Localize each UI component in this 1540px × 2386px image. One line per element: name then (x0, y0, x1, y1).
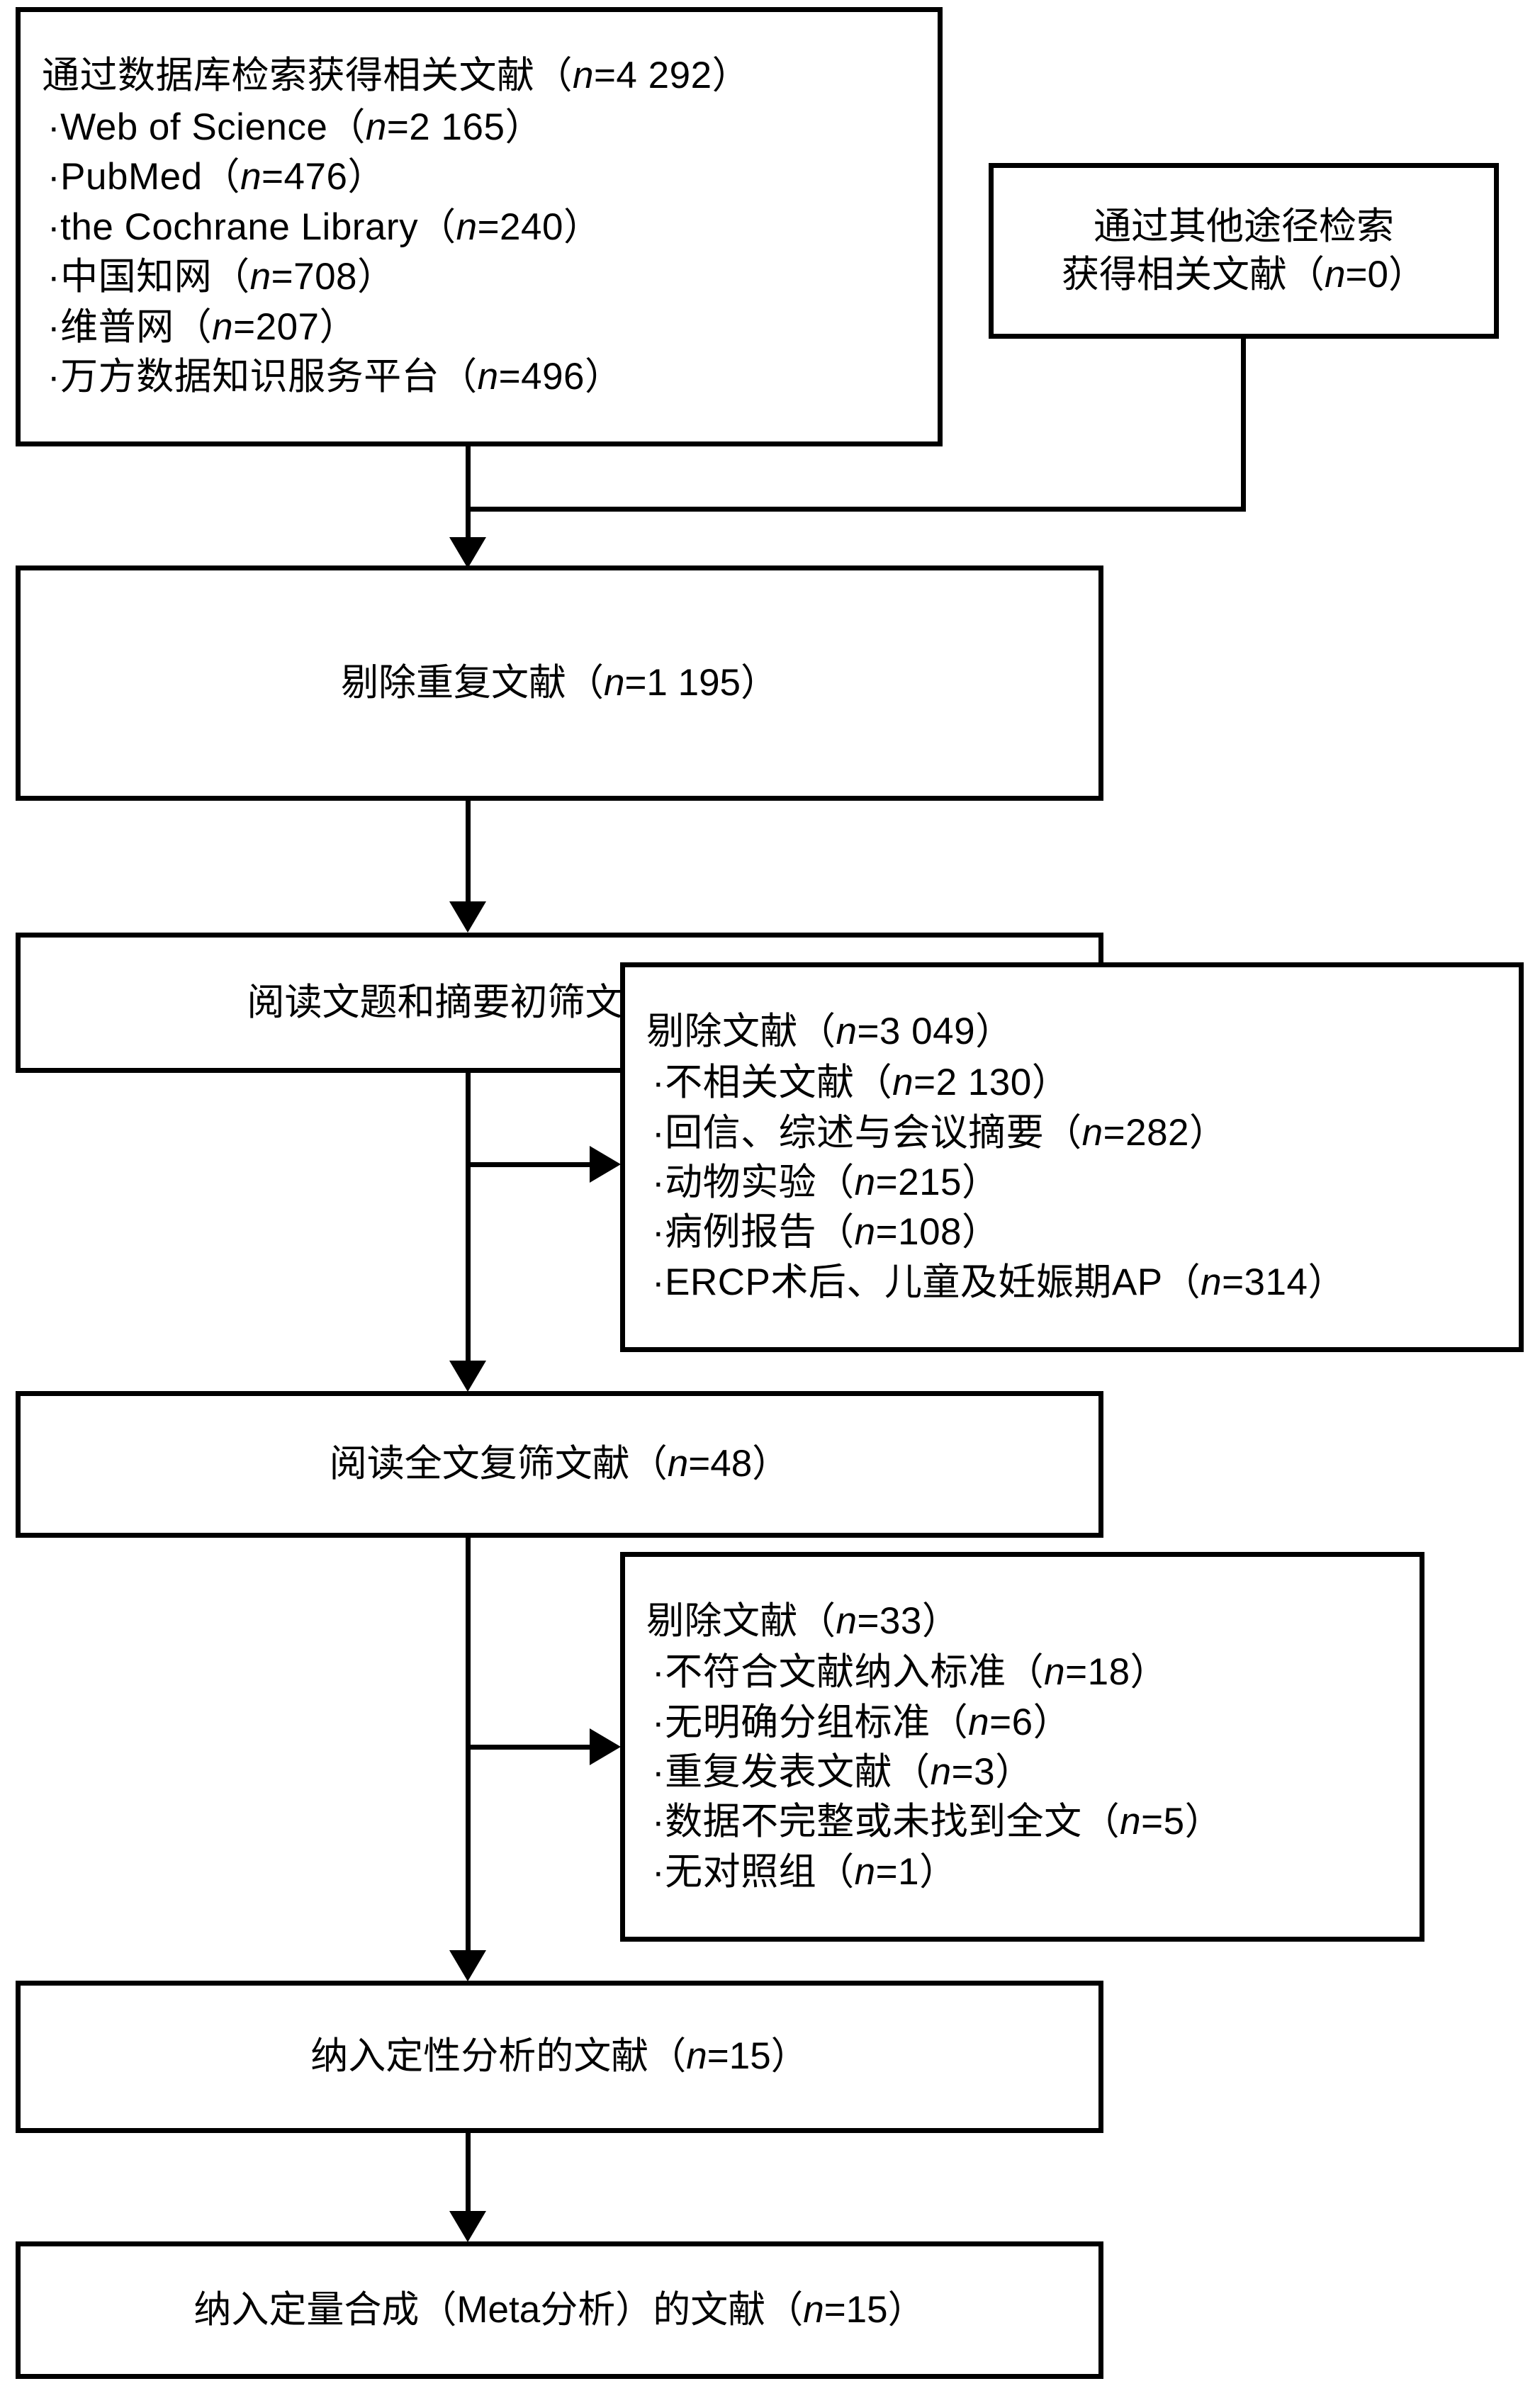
excluded-stage2-item-incomplete-data: ·数据不完整或未找到全文（n=5） (652, 1801, 1223, 1843)
other-sources-line-1: 通过其他途径检索 (1094, 206, 1394, 248)
arrow-into-fulltext-screen (449, 1361, 486, 1392)
fulltext-screen-label: 阅读全文复筛文献（n=48） (329, 1443, 790, 1485)
database-search-item-web-of-science: ·Web of Science（n=2 165） (47, 106, 543, 148)
excluded-stage2-item-no-control: ·无对照组（n=1） (652, 1850, 957, 1893)
arrow-into-quantitative-included (449, 2211, 486, 2242)
database-search-item-cochrane: ·the Cochrane Library（n=240） (47, 206, 602, 248)
excluded-stage1-item-irrelevant: ·不相关文献（n=2 130） (652, 1062, 1070, 1104)
excluded-stage2-item-criteria: ·不符合文献纳入标准（n=18） (652, 1651, 1169, 1694)
connector-db-search-stem (466, 446, 471, 512)
quantitative-included-label: 纳入定量合成（Meta分析）的文献（n=15） (193, 2288, 926, 2331)
node-quantitative-included: 纳入定量合成（Meta分析）的文献（n=15） (16, 2241, 1103, 2379)
qualitative-included-label: 纳入定性分析的文献（n=15） (310, 2035, 809, 2078)
duplicates-removed-label: 剔除重复文献（n=1 195） (340, 661, 779, 704)
database-search-item-vip: ·维普网（n=207） (47, 305, 358, 348)
excluded-stage2-header: 剔除文献（n=33） (646, 1599, 960, 1642)
arrow-into-excluded-stage2 (590, 1728, 621, 1765)
node-excluded-stage2: 剔除文献（n=33） ·不符合文献纳入标准（n=18） ·无明确分组标准（n=6… (620, 1552, 1424, 1942)
database-search-item-cnki: ·中国知网（n=708） (47, 256, 395, 298)
excluded-stage1-header: 剔除文献（n=3 049） (646, 1010, 1013, 1052)
node-duplicates-removed: 剔除重复文献（n=1 195） (16, 565, 1103, 801)
node-excluded-stage1: 剔除文献（n=3 049） ·不相关文献（n=2 130） ·回信、综述与会议摘… (620, 962, 1524, 1352)
connector-merge-down (466, 507, 471, 542)
node-fulltext-screen: 阅读全文复筛文献（n=48） (16, 1391, 1103, 1538)
node-database-search: 通过数据库检索获得相关文献（n=4 292） ·Web of Science（n… (16, 7, 943, 446)
excluded-stage1-item-ercp: ·ERCP术后、儿童及妊娠期AP（n=314） (652, 1261, 1346, 1303)
connector-other-sources-stem (1241, 339, 1246, 512)
connector-merge-bus (466, 507, 1246, 512)
connector-qualitative-to-quantitative (466, 2133, 471, 2215)
node-qualitative-included: 纳入定性分析的文献（n=15） (16, 1981, 1103, 2133)
excluded-stage2-item-grouping: ·无明确分组标准（n=6） (652, 1701, 1072, 1743)
arrow-into-excluded-stage1 (590, 1146, 621, 1183)
database-search-header: 通过数据库检索获得相关文献（n=4 292） (42, 55, 751, 97)
excluded-stage1-item-animal: ·动物实验（n=215） (652, 1161, 1000, 1203)
node-other-sources: 通过其他途径检索 获得相关文献（n=0） (989, 163, 1499, 339)
excluded-stage1-item-case-report: ·病例报告（n=108） (652, 1211, 1000, 1254)
excluded-stage1-item-letters-reviews: ·回信、综述与会议摘要（n=282） (652, 1111, 1227, 1154)
connector-screening-to-fulltext (466, 1073, 471, 1363)
other-sources-line-2: 获得相关文献（n=0） (1062, 254, 1426, 296)
database-search-item-wanfang: ·万方数据知识服务平台（n=496） (47, 356, 623, 398)
arrow-into-qualitative-included (449, 1950, 486, 1981)
connector-branch-excluded-stage2 (466, 1745, 593, 1750)
connector-dedup-to-screening (466, 801, 471, 904)
arrow-into-title-abstract-screen (449, 901, 486, 933)
arrow-into-duplicates-removed (449, 537, 486, 568)
connector-branch-excluded-stage1 (466, 1162, 593, 1167)
excluded-stage2-item-duplicate-pub: ·重复发表文献（n=3） (652, 1751, 1033, 1793)
database-search-item-pubmed: ·PubMed（n=476） (47, 156, 386, 198)
